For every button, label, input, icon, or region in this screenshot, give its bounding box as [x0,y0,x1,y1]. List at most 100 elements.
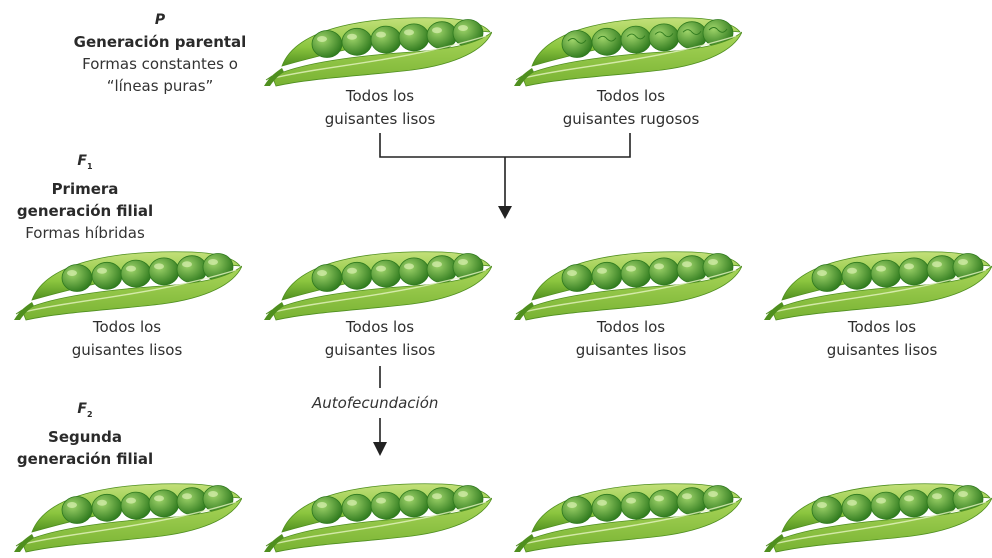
pea [842,262,872,289]
caption-line-1: Todos los [541,85,721,108]
pea-highlight [317,270,327,276]
pea-pod-icon [12,472,242,554]
pea [842,494,872,521]
caption-line-1: Todos los [792,316,972,339]
pea [399,24,429,51]
pea [562,497,592,524]
pea [649,24,679,51]
pea [149,258,179,285]
pea-highlight [817,502,827,508]
caption-f1-1: Todos los guisantes lisos [37,316,217,362]
pea-highlight [458,25,468,31]
pea [92,262,122,289]
pea-highlight [317,502,327,508]
pea-pod-parental-wrinkled [512,6,742,92]
pea-highlight [847,268,857,274]
pea-pod-icon [762,472,992,554]
pea [312,31,342,58]
pea-pod-icon [262,240,492,322]
pea-highlight [376,32,386,38]
pea [649,258,679,285]
pea-highlight [67,270,77,276]
caption-line-1: Todos los [37,316,217,339]
pea [62,497,92,524]
caption-f1-3: Todos los guisantes lisos [541,316,721,362]
pea-highlight [126,498,136,504]
pea-highlight [932,261,942,267]
pea-highlight [708,491,718,497]
pea-highlight [567,270,577,276]
caption-f1-4: Todos los guisantes lisos [792,316,972,362]
pea-highlight [432,261,442,267]
pea-highlight [347,34,357,40]
pea-pod-icon [262,472,492,554]
caption-line-2: guisantes lisos [37,339,217,362]
pea-highlight [626,498,636,504]
f1-arrow-head [498,206,512,219]
pea [121,492,151,519]
pea-highlight [958,491,968,497]
pea [399,490,429,517]
pea [342,494,372,521]
pea-pod-parental-smooth [262,6,492,92]
pea-highlight [682,493,692,499]
pea-pod-icon [762,240,992,322]
pea-highlight [904,495,914,501]
pea [562,265,592,292]
pea-highlight [208,259,218,265]
pea-highlight [376,498,386,504]
pea-highlight [347,268,357,274]
caption-parental-smooth: Todos los guisantes lisos [290,85,470,131]
pea-highlight [347,500,357,506]
parental-cross-bracket [380,133,630,157]
pea [312,265,342,292]
pea [312,497,342,524]
caption-line-1: Todos los [541,316,721,339]
caption-parental-wrinkled: Todos los guisantes rugosos [541,85,721,131]
pea-highlight [958,259,968,265]
pea [812,265,842,292]
pea-highlight [432,493,442,499]
pea-highlight [817,270,827,276]
pea-highlight [208,491,218,497]
pea-pod-icon [12,240,242,322]
pea [371,26,401,53]
pea [592,262,622,289]
pea-highlight [458,491,468,497]
pea-highlight [317,36,327,42]
pea-highlight [597,268,607,274]
pea-highlight [654,495,664,501]
pea-highlight [708,259,718,265]
pea-pod-f2-3 [512,472,742,558]
pea-highlight [126,266,136,272]
f2-arrow-head [373,442,387,456]
pea-pod-f2-4 [762,472,992,558]
pea [812,497,842,524]
pea [121,260,151,287]
pea-pod-icon [512,240,742,322]
pea-highlight [404,29,414,35]
caption-line-1: Todos los [290,316,470,339]
pea-highlight [67,502,77,508]
pea [621,492,651,519]
pea-highlight [567,502,577,508]
pea [149,490,179,517]
pea [621,260,651,287]
pea [871,260,901,287]
pea-highlight [876,498,886,504]
pea-highlight [626,266,636,272]
caption-line-2: guisantes lisos [541,339,721,362]
pea [562,31,592,58]
pea-pod-f1-2 [262,240,492,326]
pea-highlight [932,493,942,499]
pea-highlight [97,500,107,506]
pea-highlight [847,500,857,506]
pea-pod-f1-1 [12,240,242,326]
pea-highlight [154,495,164,501]
pea-highlight [97,268,107,274]
pea [592,28,622,55]
caption-line-2: guisantes lisos [290,108,470,131]
pea-pod-icon [262,6,492,88]
pea-highlight [404,263,414,269]
pea-highlight [458,259,468,265]
